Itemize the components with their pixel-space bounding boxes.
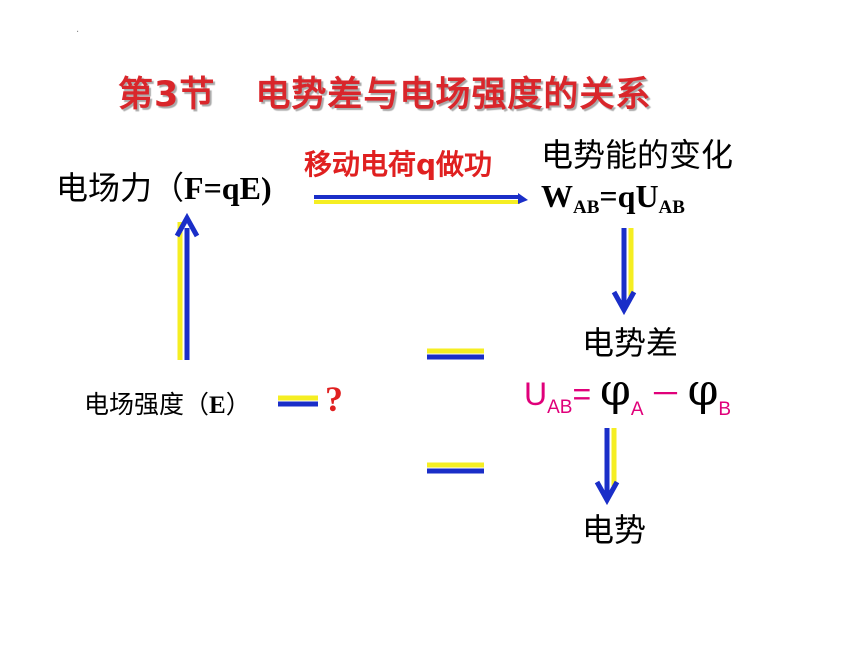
- work-to-potdiff-arrow: [611, 228, 637, 316]
- field-to-force-arrow: [174, 212, 200, 360]
- wab-sub2: AB: [658, 197, 685, 218]
- minus-sign: －: [649, 376, 682, 412]
- force-formula: F=qE): [184, 170, 272, 206]
- efield-e: E: [209, 392, 226, 419]
- title-section: 第3节: [118, 75, 216, 115]
- wab-sub: AB: [573, 197, 600, 218]
- phi-a-sub: A: [630, 399, 644, 420]
- potential-label: 电势: [582, 511, 647, 549]
- force-label: 电场力（F=qE): [56, 163, 272, 209]
- efield-label: 电场强度（E）: [84, 385, 251, 421]
- equals-mark-upper: [427, 348, 484, 360]
- equals-mark-lower: [427, 462, 484, 474]
- efield-close: ）: [225, 390, 251, 419]
- work-arrow: [314, 193, 528, 204]
- title-topic: 电势差与电场强度的关系: [255, 75, 652, 115]
- potential-diff-label: 电势差: [582, 324, 679, 362]
- wab-w: W: [541, 178, 573, 214]
- phi-a-symbol: φ: [600, 365, 631, 416]
- efield-cn: 电场强度（: [84, 390, 210, 419]
- ep-change-label: 电势能的变化: [541, 136, 734, 174]
- uab-eq: =: [572, 376, 592, 412]
- move-charge-label: 移动电荷q做功: [304, 148, 493, 181]
- efield-equals-dash: [278, 395, 318, 407]
- slide-title: 第3节电势差与电场强度的关系: [118, 66, 651, 117]
- dot-mark: .: [76, 24, 80, 35]
- phi-b-symbol: φ: [687, 365, 719, 416]
- uab-u: U: [524, 376, 548, 412]
- uab-formula: UAB= φA－φB: [524, 365, 731, 421]
- phi-b-sub: B: [718, 399, 732, 420]
- potdiff-to-potential-arrow: [594, 428, 620, 506]
- wab-eq: =qU: [599, 178, 659, 214]
- wab-formula: WAB=qUAB: [541, 178, 685, 219]
- question-mark: ?: [325, 379, 343, 419]
- force-label-cn: 电场力（: [56, 169, 185, 207]
- uab-sub: AB: [547, 397, 573, 418]
